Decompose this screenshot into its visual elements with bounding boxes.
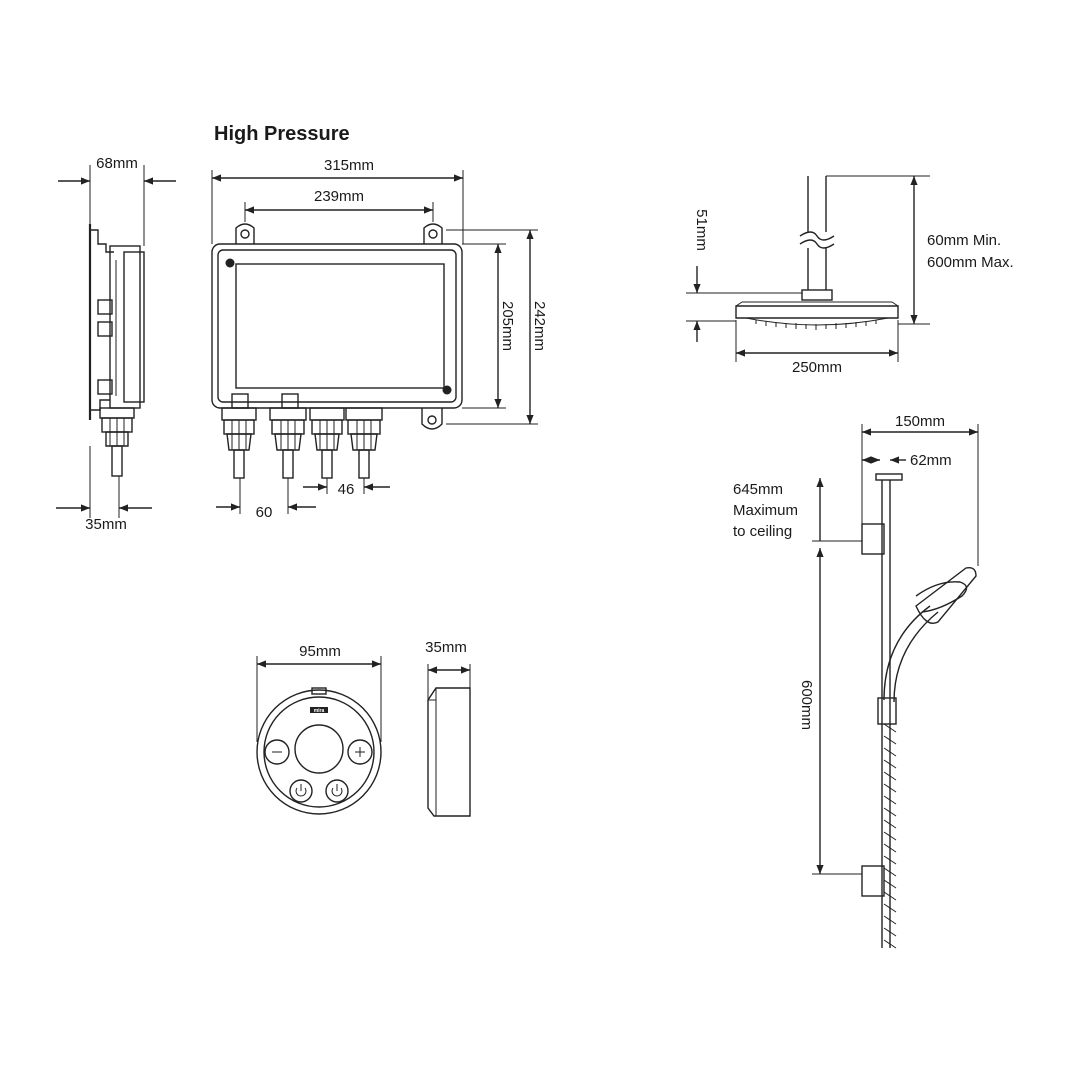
bracket-spacing-label: 239mm bbox=[314, 188, 364, 205]
box-height-outer-label: 242mm bbox=[531, 301, 548, 351]
arm-range-max-label: 600mm Max. bbox=[927, 254, 1014, 271]
valve-front-view bbox=[211, 170, 538, 514]
riser-rail-view bbox=[812, 424, 979, 949]
head-drop-label: 51mm bbox=[693, 209, 710, 251]
arm-range-min-label: 60mm Min. bbox=[927, 232, 1001, 249]
outlet-fitting-3 bbox=[309, 407, 345, 479]
control-depth-label: 35mm bbox=[425, 639, 467, 656]
side-offset-label: 35mm bbox=[85, 516, 127, 533]
outlet-fitting-1 bbox=[221, 407, 257, 479]
controller-logo: mira bbox=[314, 708, 325, 714]
rail-length-label: 600mm bbox=[798, 680, 815, 730]
control-diameter-label: 95mm bbox=[299, 643, 341, 660]
outlet-fitting-4 bbox=[345, 407, 383, 479]
rail-reach-label: 150mm bbox=[895, 413, 945, 430]
outlet-spacing-60-label: 60 bbox=[256, 504, 273, 521]
head-diameter-label: 250mm bbox=[792, 359, 842, 376]
side-depth-label: 68mm bbox=[96, 155, 138, 172]
outlet-spacing-46-label: 46 bbox=[338, 481, 355, 498]
controller-side-view bbox=[427, 664, 471, 817]
box-height-inner-label: 205mm bbox=[499, 301, 516, 351]
rail-offset-label: 62mm bbox=[910, 452, 952, 469]
box-width-label: 315mm bbox=[324, 157, 374, 174]
controller-front-view: mira bbox=[256, 656, 382, 815]
overhead-shower-view bbox=[686, 175, 930, 362]
outlet-fitting-2 bbox=[269, 407, 307, 479]
ceiling-line3-label: to ceiling bbox=[733, 523, 792, 540]
diagram-title: High Pressure bbox=[214, 123, 350, 145]
valve-side-view bbox=[56, 165, 176, 518]
ceiling-line2-label: Maximum bbox=[733, 502, 798, 519]
ceiling-max-label: 645mm bbox=[733, 481, 783, 498]
